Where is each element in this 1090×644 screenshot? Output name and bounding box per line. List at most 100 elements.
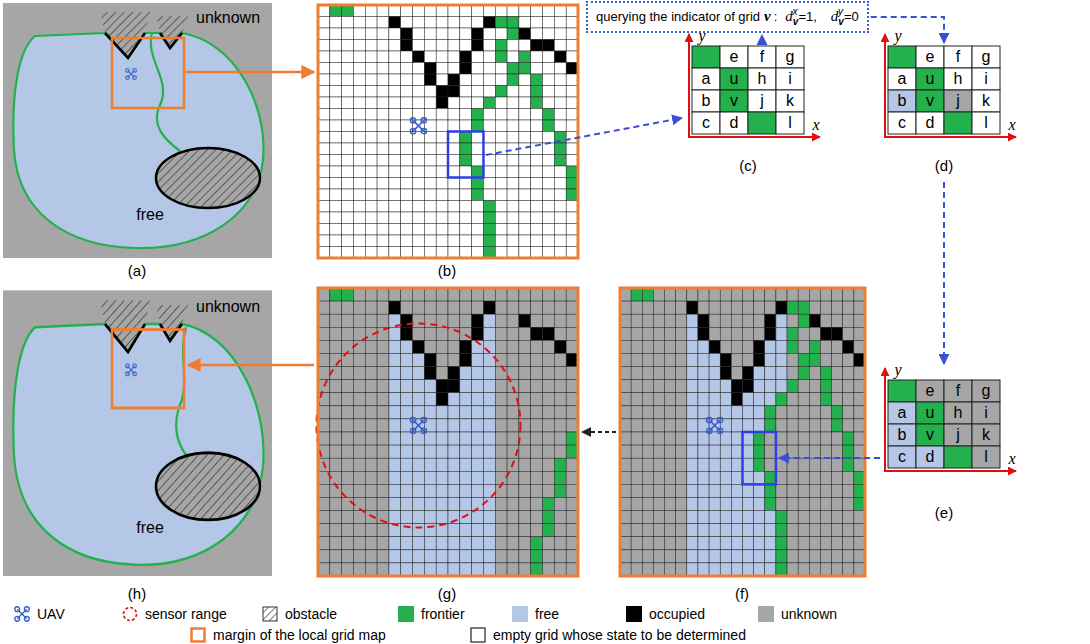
grid-cell [709,511,720,524]
grid-cell [531,314,543,327]
grid-cell [365,537,377,550]
grid-cell [448,189,460,201]
grid-cell [377,235,389,247]
grid-cell [495,524,507,537]
grid-cell [972,90,1000,112]
grid-cell [692,90,720,112]
grid-cell [692,68,720,90]
grid-cell [653,511,664,524]
grid-cell [460,406,472,419]
grid-cell [809,484,820,497]
grid-cell [832,445,843,458]
grid-cell [554,432,566,445]
grid-cell [798,458,809,471]
grid-cell [720,301,731,314]
grid-cell [377,537,389,550]
grid-cell [720,327,731,340]
grid-cell [843,550,854,563]
grid-cell [472,17,484,29]
grid-cell [413,51,425,63]
grid-cell [543,537,555,550]
grid-cell [554,235,566,247]
grid-cell [424,235,436,247]
grid-cell [353,393,365,406]
grid-cell [413,189,425,201]
grid-cell [676,458,687,471]
grid-cell [787,524,798,537]
grid-cell [377,178,389,190]
grid-cell-letter: f [956,49,960,65]
grid-cell [698,511,709,524]
grid-cell [642,406,653,419]
grid-cell-letter: l [984,449,988,465]
grid-cell [401,17,413,29]
grid-cell [472,419,484,432]
grid-cell [519,178,531,190]
grid-cell [495,432,507,445]
grid-cell [519,471,531,484]
grid-cell [720,353,731,366]
sensor-range [316,323,520,527]
grid-cell [342,40,354,52]
grid-cell [413,74,425,86]
grid-cell [330,28,342,40]
grid-cell [843,419,854,432]
grid-cell [519,537,531,550]
grid-cell [754,327,765,340]
grid-cell [854,393,865,406]
grid-cell [353,458,365,471]
legend-symbol [470,627,486,643]
grid-cell-letter: e [730,49,739,65]
grid-cell [642,327,653,340]
grid-cell [566,301,578,314]
grid-cell [448,17,460,29]
grid-cell [460,28,472,40]
grid-cell [401,155,413,167]
grid-cell [554,51,566,63]
grid-cell [787,353,798,366]
grid-cell [776,380,787,393]
grid-cell [519,5,531,17]
grid-cell [377,380,389,393]
grid-cell [653,550,664,563]
grid-cell [353,189,365,201]
grid-cell [318,109,330,121]
grid-cell [687,393,698,406]
grid-cell [676,406,687,419]
grid-cell [765,550,776,563]
grid-cell [401,189,413,201]
grid-cell [436,97,448,109]
grid-cell [519,155,531,167]
grid-cell [631,367,642,380]
grid-cell [754,288,765,301]
grid-cell [342,537,354,550]
grid-cell [543,353,555,366]
grid-cell [566,40,578,52]
grid-cell [495,406,507,419]
grid-cell [543,458,555,471]
grid-cell [765,288,776,301]
grid-cell [676,471,687,484]
grid-cell [743,524,754,537]
grid-cell [389,189,401,201]
grid-cell [798,393,809,406]
grid-cell [698,288,709,301]
grid-cell [342,406,354,419]
grid-cell [460,212,472,224]
grid-cell [507,5,519,17]
grid-cell [448,524,460,537]
grid-cell [676,550,687,563]
grid-cell [787,288,798,301]
grid-cell [353,550,365,563]
grid-cell [776,288,787,301]
grid-cell [413,201,425,213]
grid-cell [854,471,865,484]
grid-cell-letter: a [898,71,907,87]
grid-cell [731,327,742,340]
grid-cell [731,288,742,301]
grid-cell [448,393,460,406]
grid-cell [365,247,377,259]
dashed-arrow [761,35,763,45]
grid-cell [776,445,787,458]
grid-cell [377,393,389,406]
